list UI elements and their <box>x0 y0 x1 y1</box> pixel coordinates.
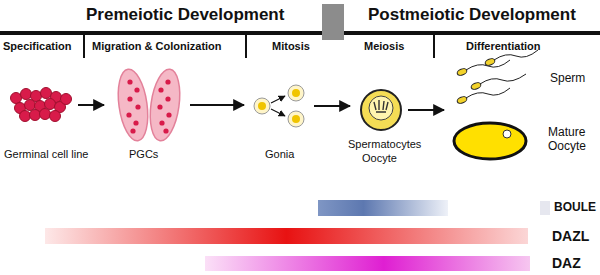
stage-divider <box>433 35 435 58</box>
oocyte-nucleus <box>503 130 511 138</box>
spermatocyte-cell <box>361 90 401 130</box>
section-heading: Premeiotic Development <box>86 5 284 25</box>
stage-arrow <box>190 104 244 106</box>
cell <box>11 93 22 104</box>
gene-label: DAZL <box>552 228 589 244</box>
pgc-dots <box>126 79 171 133</box>
pgc-dot <box>130 128 135 133</box>
gonium-cell <box>288 111 304 127</box>
stage-heading: Differentiation <box>466 40 541 53</box>
cell <box>20 111 31 122</box>
cell <box>25 100 36 111</box>
pgc-dot <box>127 79 132 84</box>
sperm-tail <box>480 74 526 84</box>
stage-divider <box>245 35 247 58</box>
cell-label: Gonia <box>265 148 294 161</box>
cell-label: Germinal cell line <box>4 148 88 161</box>
sperm-group <box>456 50 538 105</box>
cell-cluster <box>11 88 72 122</box>
cell <box>30 110 41 121</box>
chromosomes <box>374 100 388 112</box>
sperm-head <box>484 57 495 66</box>
pgc-dot <box>133 120 138 125</box>
cell <box>21 89 32 100</box>
pgc-dot <box>126 112 131 117</box>
pgc-dot <box>165 96 170 101</box>
cell-label: Mature Oocyte <box>548 126 594 154</box>
stage-heading: Meiosis <box>364 40 404 53</box>
cell-label: Spermatocytes <box>348 138 421 151</box>
cell <box>50 111 61 122</box>
oocyte-shape <box>454 123 526 159</box>
gonium-cell <box>254 98 270 114</box>
pgc-dot <box>135 104 140 109</box>
cell <box>40 109 51 120</box>
pgc-dot <box>127 96 132 101</box>
stage-arrow <box>408 109 444 111</box>
spermatocyte-nucleus <box>369 96 393 120</box>
gene-label: DAZ <box>552 255 581 271</box>
stage-heading: Specification <box>3 40 71 53</box>
stage-arrow <box>78 104 104 106</box>
meiosis-divider <box>322 4 344 40</box>
pgc-dot <box>163 128 168 133</box>
daz-bar <box>205 256 530 271</box>
pgc-dot <box>134 87 139 92</box>
division-arrow <box>271 96 285 103</box>
section-heading: Postmeiotic Development <box>368 5 576 25</box>
gonium-nucleus <box>292 89 300 97</box>
sperm-tail <box>466 88 510 98</box>
stage-arrow <box>314 105 350 107</box>
gonad-shape <box>114 67 152 142</box>
stage-heading: Migration & Colonization <box>92 40 222 53</box>
gonium-cell <box>288 85 304 101</box>
header-rule <box>0 31 600 35</box>
gonad-shape <box>146 67 184 142</box>
division-arrow <box>271 109 285 116</box>
cell <box>41 88 52 99</box>
boule-bar <box>318 200 448 216</box>
pgc-dot <box>166 112 171 117</box>
cell <box>61 94 72 105</box>
pgc-dot <box>159 120 164 125</box>
cell-label: Sperm <box>550 72 585 86</box>
cell-label: Oocyte <box>362 152 397 165</box>
pgc-dot <box>157 104 162 109</box>
dazl-bar <box>45 228 528 244</box>
stage-heading: Mitosis <box>272 40 310 53</box>
sperm-head <box>456 95 467 104</box>
boule-marker <box>540 201 550 215</box>
cell <box>45 99 56 110</box>
gene-label: BOULE <box>554 201 596 215</box>
pgc-dot <box>158 87 163 92</box>
pgc-dot <box>165 79 170 84</box>
gonium-nucleus <box>258 102 266 110</box>
sperm-head <box>456 67 467 76</box>
stage-divider <box>83 35 85 58</box>
sperm-head <box>470 81 481 90</box>
cell-label: PGCs <box>129 148 158 161</box>
gonium-nucleus <box>292 115 300 123</box>
